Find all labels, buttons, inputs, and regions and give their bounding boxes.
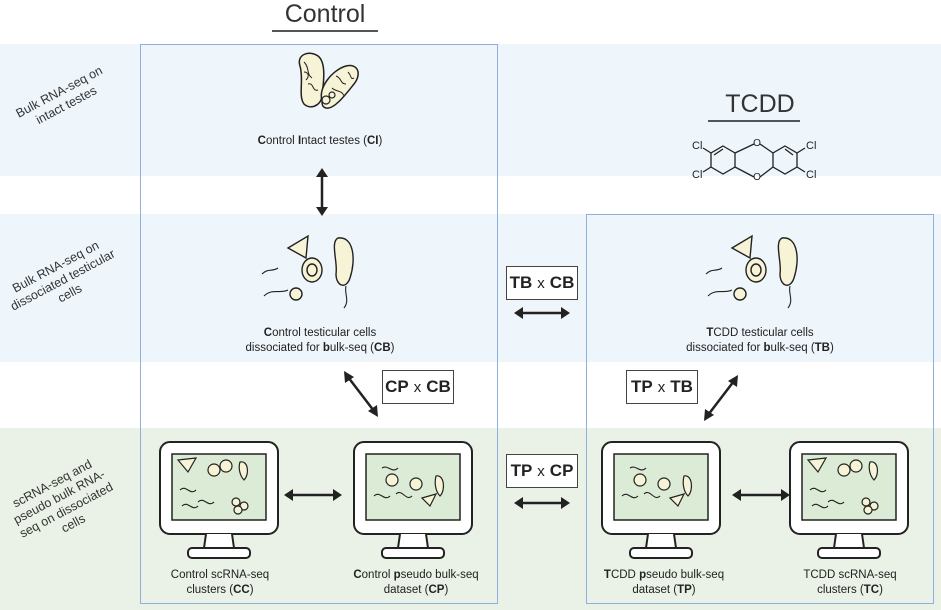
column-title-control: Control (284, 0, 366, 28)
column-title-tcdd: TCDD (725, 90, 795, 118)
monitor-tc-icon (789, 441, 909, 559)
sample-tc-caption: TCDD scRNA-seq clusters (TC) (803, 569, 897, 596)
sample-tp-caption: TCDD pseudo bulk-seq dataset (TP) (603, 569, 725, 596)
monitor-cc-icon (159, 441, 279, 559)
tcdd-molecule-icon: O O Cl Cl Cl Cl (692, 138, 816, 183)
sample-cp-caption: Control pseudo bulk-seq dataset (CP) (353, 569, 479, 596)
column-title-control-underline (272, 30, 378, 32)
intact-testes-icon (298, 52, 359, 109)
svg-text:O: O (753, 138, 761, 149)
column-title-tcdd-underline (708, 120, 800, 122)
ci-cb-double-arrow-icon (316, 168, 328, 216)
monitor-tp-icon (601, 441, 721, 559)
tcdd-dissociated-cells-icon (705, 234, 798, 309)
tp-tc-double-arrow-icon (732, 489, 790, 501)
cb-cp-diagonal-arrow-icon (344, 371, 378, 417)
monitor-cp-icon (353, 441, 473, 559)
cl-label: Cl (806, 140, 816, 152)
sample-ci-caption: Control Intact testes (CI) (257, 135, 383, 147)
sample-tb-caption: TCDD testicular cells dissociated for bu… (686, 327, 834, 354)
sample-cb-caption: Control testicular cells dissociated for… (245, 327, 395, 354)
tb-cb-double-arrow-icon (514, 307, 570, 319)
control-panel (140, 44, 498, 604)
svg-text:O: O (753, 172, 761, 183)
sample-cc-caption: Control scRNA-seq clusters (CC) (170, 569, 270, 596)
cl-label: Cl (692, 140, 702, 152)
cl-label: Cl (806, 169, 816, 181)
control-dissociated-cells-icon (261, 234, 354, 309)
cc-cp-double-arrow-icon (284, 489, 342, 501)
tb-tp-diagonal-arrow-icon (704, 375, 738, 421)
tp-cp-double-arrow-icon (514, 497, 570, 509)
tcdd-panel (586, 214, 934, 604)
cl-label: Cl (692, 169, 702, 181)
row-band-bulk-intact (0, 44, 941, 176)
